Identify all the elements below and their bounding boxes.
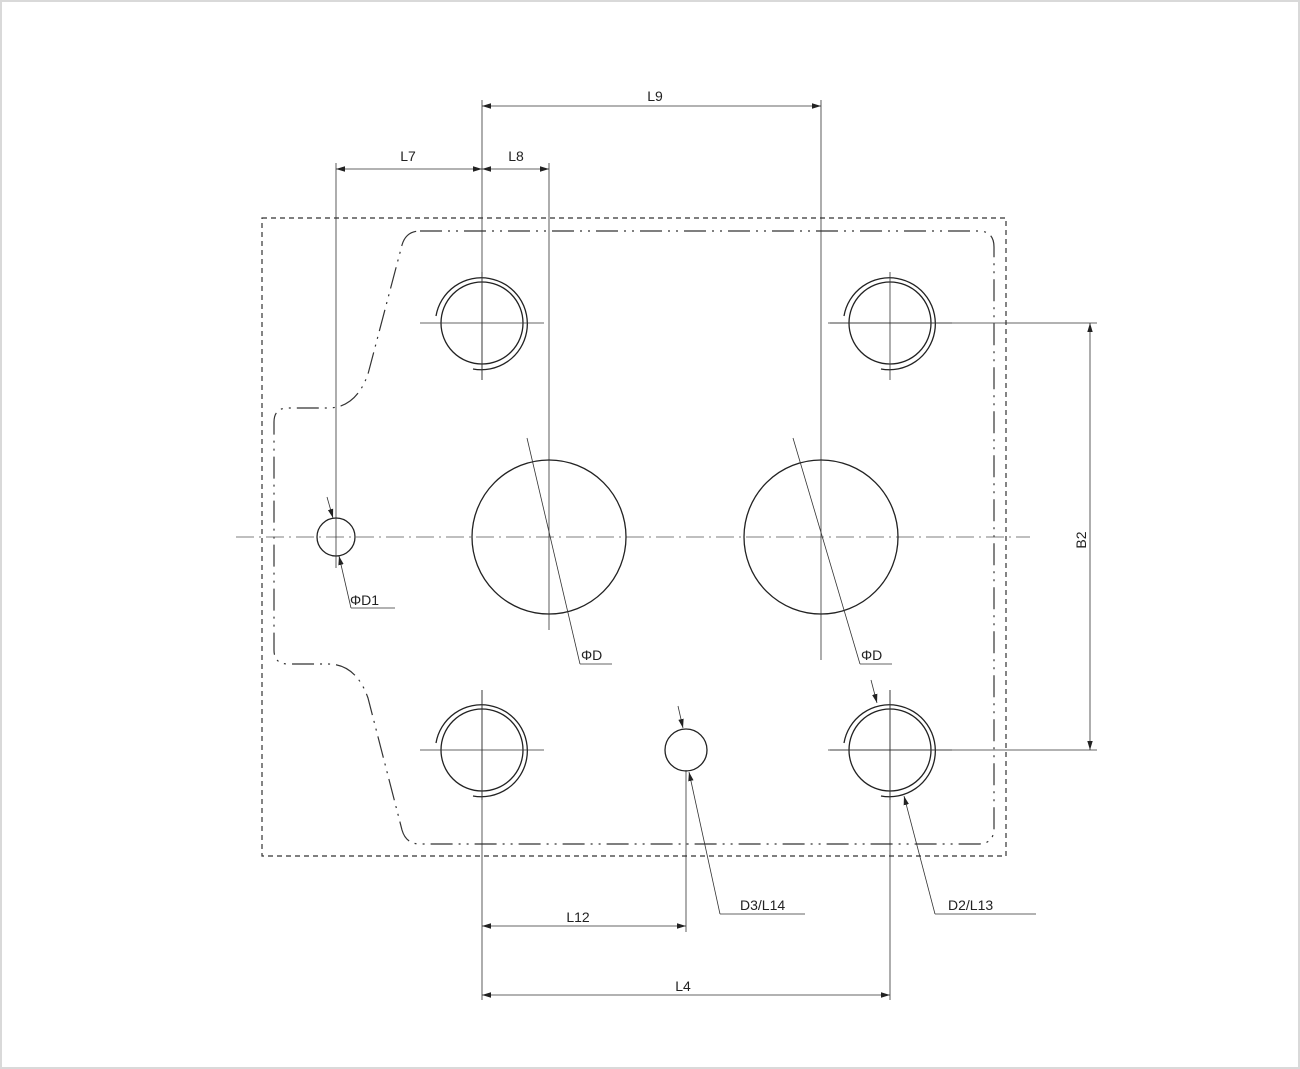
leader-d3-l14 [677, 705, 805, 915]
label-l7: L7 [400, 148, 416, 164]
label-b2: B2 [1073, 531, 1089, 548]
hole-top-left [420, 272, 544, 380]
label-phi-d1: ΦD1 [350, 592, 379, 608]
pin-hole-d1 [316, 517, 356, 557]
pin-hole-d3 [664, 728, 708, 772]
label-l9: L9 [647, 88, 663, 104]
label-phi-d-right: ΦD [861, 647, 882, 663]
outer-envelope-rect [261, 217, 1007, 857]
leader-phi-d-left [526, 437, 612, 665]
hole-bottom-right [828, 690, 952, 800]
port-left-large [471, 459, 627, 615]
leader-phi-d1 [326, 496, 395, 609]
label-l4: L4 [675, 978, 691, 994]
label-d2-l13: D2/L13 [948, 897, 993, 913]
label-l12: L12 [566, 909, 590, 925]
hole-bottom-left [420, 690, 544, 800]
leader-d2-l13 [870, 679, 1036, 915]
leader-phi-d-right [792, 437, 892, 665]
label-phi-d-left: ΦD [581, 647, 602, 663]
label-l8: L8 [508, 148, 524, 164]
port-right-large [743, 459, 899, 615]
label-d3-l14: D3/L14 [740, 897, 785, 913]
hole-top-right [828, 272, 952, 380]
